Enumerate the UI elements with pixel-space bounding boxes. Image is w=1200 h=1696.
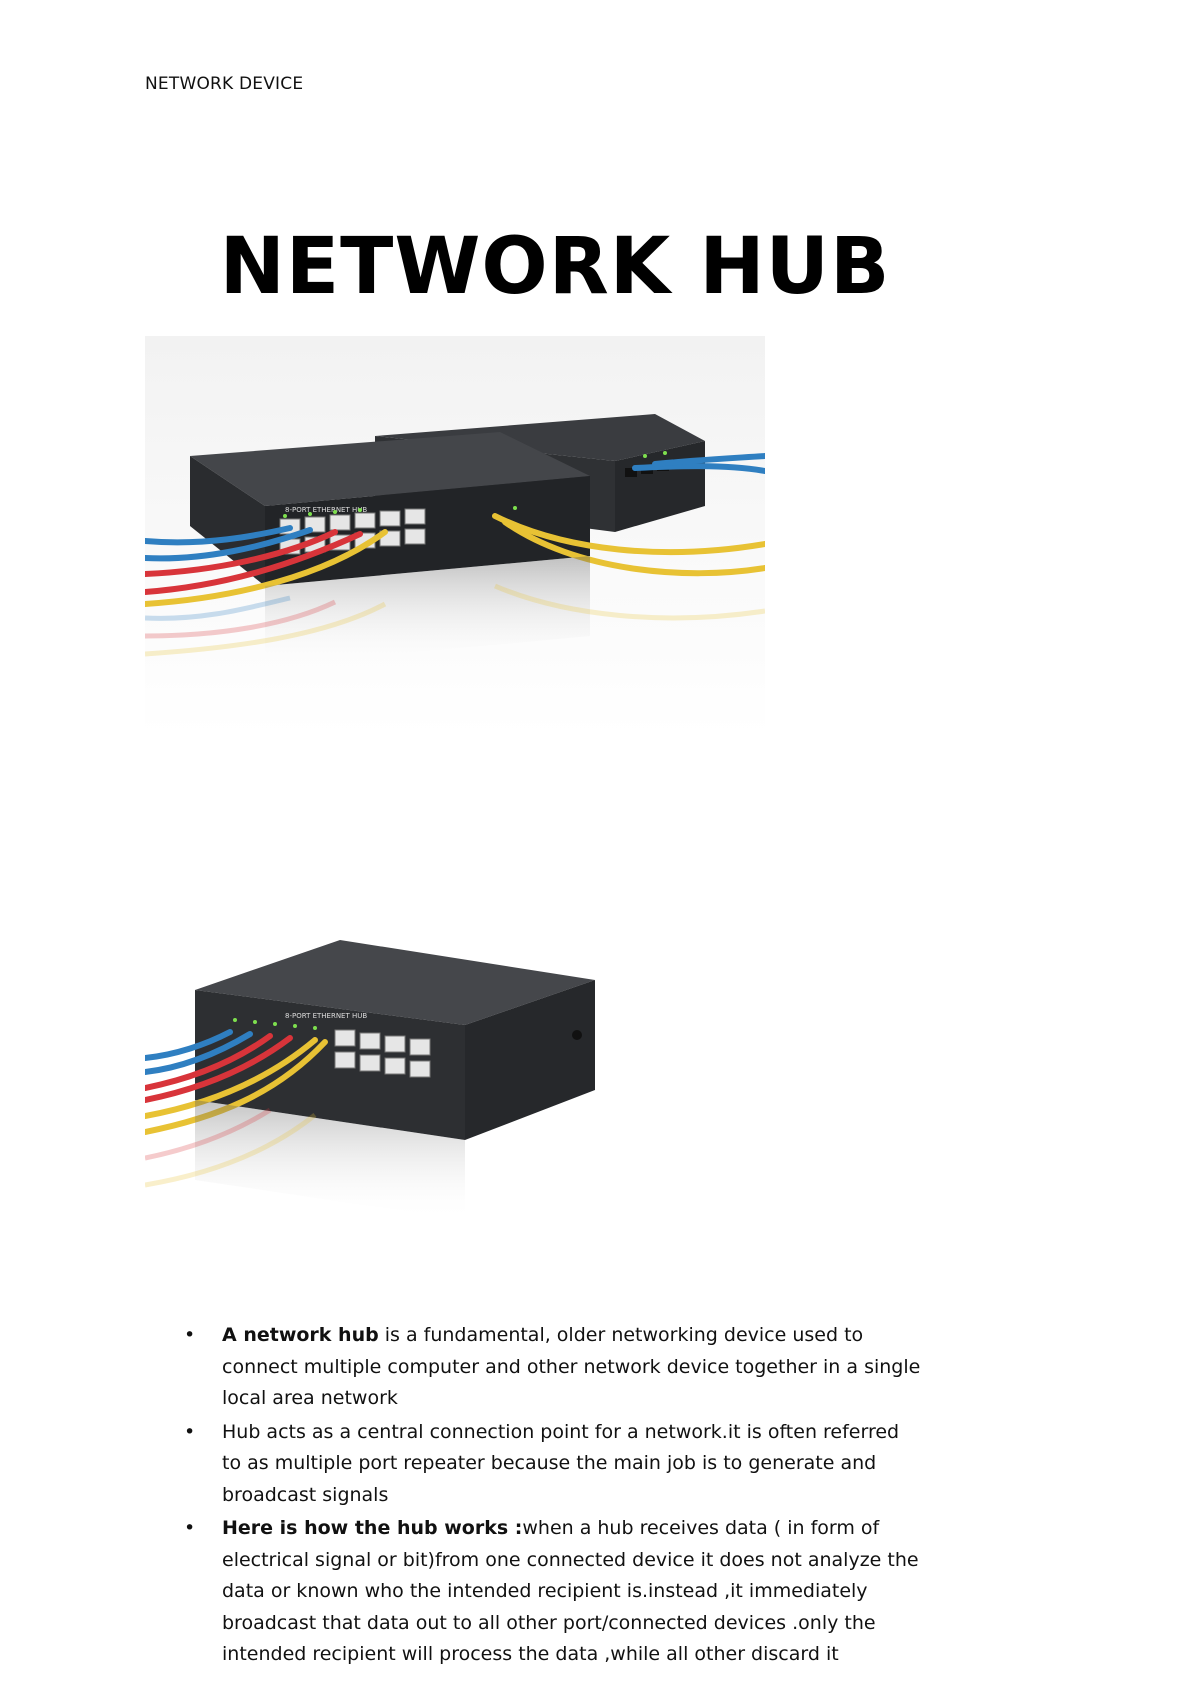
bullet-text: is a fundamental, older networking devic… — [222, 1324, 921, 1409]
bullet-item: • Here is how the hub works :when a hub … — [182, 1513, 922, 1671]
bullet-text: when a hub receives data ( in form of el… — [222, 1517, 919, 1665]
device-label-2: 8-PORT ETHERNET HUB — [285, 1012, 367, 1020]
bullet-list: • A network hub is a fundamental, older … — [182, 1320, 922, 1673]
bullet-bold-text: A network hub — [222, 1324, 379, 1346]
running-header: NETWORK DEVICE — [145, 74, 304, 94]
bullet-dot: • — [184, 1420, 196, 1443]
bullet-dot: • — [184, 1517, 196, 1539]
bullet-text: Hub acts as a central connection point f… — [222, 1420, 900, 1506]
network-hub-photo-1: 8-PORT ETHERNET HUB — [145, 336, 765, 736]
bullet-item: • Hub acts as a central connection point… — [182, 1417, 922, 1512]
network-hub-photo-2: 8-PORT ETHERNET HUB — [145, 920, 645, 1250]
bullet-bold-text: Here is how the hub works : — [222, 1517, 523, 1539]
bullet-dot: • — [184, 1324, 196, 1346]
device-label-1: 8-PORT ETHERNET HUB — [285, 506, 367, 514]
page-title: NETWORK HUB — [219, 222, 891, 312]
bullet-item: • A network hub is a fundamental, older … — [182, 1320, 922, 1415]
